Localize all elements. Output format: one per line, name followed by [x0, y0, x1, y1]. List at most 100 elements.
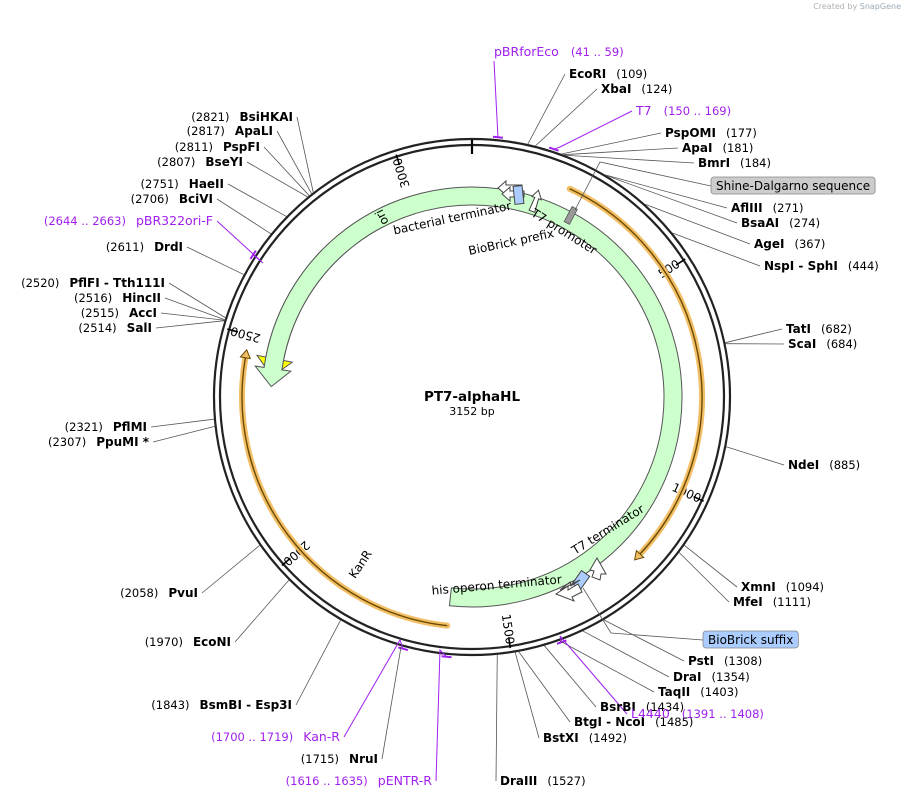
leader-lines [150, 60, 785, 782]
enzyme-name: EcoRI [569, 67, 606, 81]
shine-dalgarno-mark [563, 205, 578, 225]
enzyme-leader-line [276, 130, 312, 194]
plasmid-name: PT7-alphaHL [424, 389, 521, 405]
tick-label: 2500 [229, 324, 262, 346]
enzyme-name: DraIII [500, 774, 537, 788]
tick-mark [507, 637, 512, 649]
snapgene-watermark: Created by SnapGene [813, 2, 901, 11]
enzyme-position: (124) [641, 82, 672, 96]
enzyme-name: BsrBI [600, 700, 636, 714]
enzyme-position: (1111) [773, 595, 811, 609]
enzyme-name: BsiHKAI [240, 110, 294, 124]
biobrick-suffix-label-box [702, 630, 799, 649]
enzyme-position: (2821) [191, 110, 229, 124]
snapgene-logo-text: SnapGene [859, 2, 901, 11]
enzyme-name: XmnI [741, 580, 776, 594]
enzyme-leader-line [726, 446, 785, 466]
enzyme-position: (2515) [81, 306, 119, 320]
enzyme-position: (1403) [700, 685, 738, 699]
enzyme-name: NdeI [788, 458, 819, 472]
enzyme-leader-line [381, 646, 402, 760]
enzyme-position: (1492) [589, 731, 627, 745]
tick-mark [693, 495, 704, 502]
enzyme-position: (184) [740, 156, 771, 170]
enzyme-leader-line [605, 174, 728, 209]
primer-leader-line [216, 220, 264, 264]
enzyme-name: NruI [349, 752, 378, 766]
shine-dalgarno-label-group: Shine-Dalgarno sequence [710, 176, 876, 195]
enzyme-name: TaqII [658, 685, 690, 699]
kanr-label: KanR [346, 547, 375, 581]
enzyme-name: TatI [786, 322, 811, 336]
backbone-outer-ring [212, 137, 732, 657]
enzyme-name: BsaAI [741, 216, 779, 230]
enzyme-position: (109) [616, 67, 647, 81]
enzyme-name: HincII [122, 291, 161, 305]
shine-dalgarno-label-box [710, 176, 876, 195]
enzyme-position: (2807) [157, 155, 195, 169]
enzyme-name: PflFI - Tth111I [69, 276, 165, 290]
tick-label: 3000 [390, 156, 412, 189]
biobrick-prefix-label: BioBrick prefix [467, 226, 555, 258]
enzyme-leader-line [535, 88, 598, 147]
enzyme-position: (181) [722, 141, 753, 155]
enzyme-leader-line [150, 418, 215, 428]
tick-mark [395, 154, 401, 166]
primer-name: Kan-R [303, 729, 340, 744]
enzyme-position: (367) [794, 237, 825, 251]
enzyme-position: (444) [848, 259, 879, 273]
enzyme-position: (1485) [655, 715, 693, 729]
enzyme-position: (2751) [141, 177, 179, 191]
enzyme-position: (1308) [724, 654, 762, 668]
enzyme-leader-line [644, 203, 751, 245]
enzyme-position: (1354) [711, 670, 749, 684]
enzyme-position: (1970) [145, 635, 183, 649]
primer-range: (1391 .. 1408) [682, 707, 764, 721]
enzyme-position: (1527) [547, 774, 585, 788]
enzyme-name: PstI [688, 654, 714, 668]
enzyme-name: PpuMI * [96, 435, 150, 449]
enzyme-name: AflIII [731, 201, 763, 215]
enzyme-leader-line [296, 116, 314, 193]
enzyme-name: SalI [127, 321, 152, 335]
enzyme-leader-line [544, 645, 597, 708]
enzyme-leader-line [234, 579, 290, 643]
enzyme-name: HaeII [189, 177, 224, 191]
enzyme-position: (1715) [301, 752, 339, 766]
primer-leader-line [343, 638, 404, 738]
primer-name: pBR322ori-F [136, 213, 213, 228]
tick-mark [227, 328, 239, 333]
biobrick-prefix-box [512, 184, 525, 205]
enzyme-leader-line [559, 640, 655, 693]
enzyme-leader-line [164, 297, 225, 321]
t7-terminator-arrow [589, 556, 607, 581]
enzyme-name: DrdI [154, 240, 183, 254]
primer-leader-line [493, 60, 499, 138]
enzyme-position: (2514) [78, 321, 116, 335]
tick-mark [675, 258, 686, 266]
enzyme-position: (2520) [21, 276, 59, 290]
enzyme-name: AgeI [754, 237, 784, 251]
biobrick-suffix-label-group: BioBrick suffix [702, 630, 799, 649]
enzyme-leader-line [603, 619, 685, 662]
enzyme-leader-line [527, 73, 566, 145]
plasmid-size: 3152 bp [449, 405, 494, 418]
primer-name: L4440 [631, 706, 670, 721]
enzyme-name: BseYI [205, 155, 243, 169]
enzyme-position: (2307) [48, 435, 86, 449]
enzyme-leader-line [582, 630, 670, 678]
primer-range: (1700 .. 1719) [211, 730, 293, 744]
enzyme-leader-line [155, 320, 225, 329]
primer-range: (1616 .. 1635) [286, 774, 368, 788]
tick-label: 1500 [499, 613, 517, 645]
enzyme-position: (274) [789, 216, 820, 230]
orf-arrowhead-left [239, 348, 252, 360]
enzyme-position: (2516) [74, 291, 112, 305]
watermark-prefix: Created by [813, 2, 858, 11]
primer-leader-line [559, 635, 628, 715]
primer-range: (150 .. 169) [664, 104, 732, 118]
enzyme-position: (2611) [106, 240, 144, 254]
orf-arc-left-halo [239, 354, 451, 629]
